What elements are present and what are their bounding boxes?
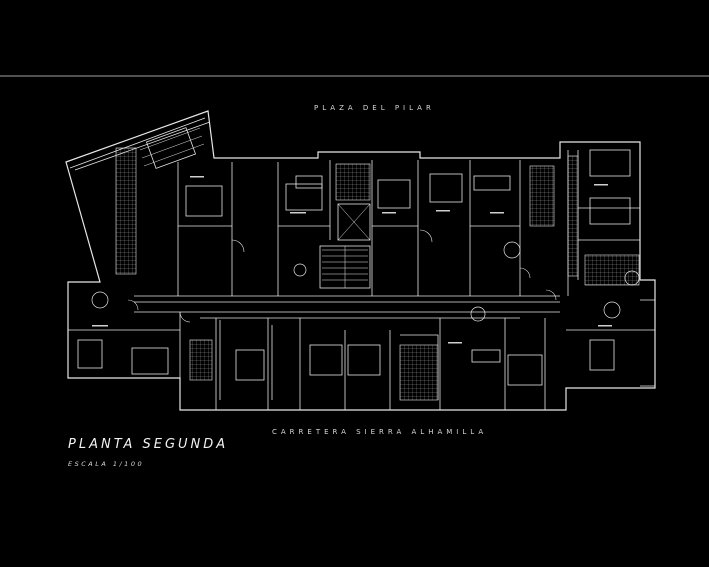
door-swing: [545, 289, 557, 301]
dining-table: [503, 241, 521, 259]
bed: [185, 185, 223, 217]
tiled-area: [399, 344, 439, 401]
dining-table: [603, 301, 621, 319]
room-label: [490, 212, 504, 214]
stair-treads: [322, 246, 368, 288]
room-label: [290, 212, 306, 214]
wedge-terrace: [69, 117, 211, 171]
dining-table: [293, 263, 307, 277]
sofa: [473, 175, 511, 191]
corridor-walls: [134, 295, 560, 319]
bed: [285, 183, 323, 211]
lower-partitions: [68, 312, 655, 410]
bed: [235, 349, 265, 381]
street-label-top: PLAZA DEL PILAR: [314, 104, 435, 112]
tiled-area: [529, 165, 555, 227]
tiled-area: [335, 163, 371, 201]
door-swing: [231, 239, 245, 253]
room-label: [190, 176, 204, 178]
room-label: [436, 210, 450, 212]
door-swing: [419, 229, 433, 243]
room-label: [598, 325, 612, 327]
drawing-title: PLANTA SEGUNDA: [68, 437, 229, 452]
room-label: [92, 325, 108, 327]
bed: [507, 354, 543, 386]
door-swing: [127, 299, 139, 311]
tiled-area: [584, 254, 640, 286]
elevator-cross: [337, 203, 371, 241]
tiled-area: [567, 155, 579, 277]
bed: [589, 149, 631, 177]
sofa: [77, 339, 103, 369]
sofa: [589, 339, 615, 371]
sofa: [295, 175, 323, 189]
bed: [429, 173, 463, 203]
tiled-area: [115, 147, 137, 275]
door-swing: [179, 311, 191, 323]
bed: [377, 179, 411, 209]
bed: [589, 197, 631, 225]
elevator: [337, 203, 371, 241]
building-outline: [65, 110, 656, 411]
bed: [131, 347, 169, 375]
dining-table: [91, 291, 109, 309]
sofa: [471, 349, 501, 363]
room-label: [382, 212, 396, 214]
bed: [309, 344, 343, 376]
dining-table: [470, 306, 486, 322]
room-label: [448, 342, 462, 344]
tiled-area: [189, 339, 213, 381]
balcony-rail: [640, 299, 655, 387]
bed: [347, 344, 381, 376]
door-swing: [519, 267, 531, 279]
bed: [145, 127, 197, 169]
street-label-bottom: CARRETERA SIERRA ALHAMILLA: [272, 428, 488, 436]
room-label: [594, 184, 608, 186]
drawing-scale: ESCALA 1/100: [68, 460, 145, 468]
terrace-hatch: [139, 127, 205, 167]
